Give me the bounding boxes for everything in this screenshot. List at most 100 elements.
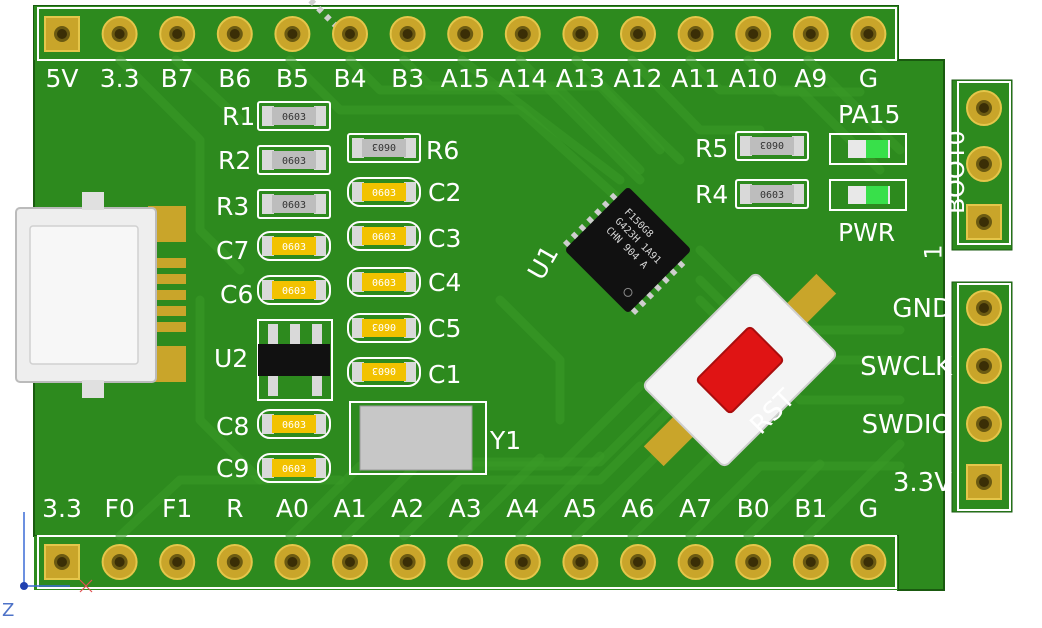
trace-22 [803, 439, 905, 541]
swd-pin-3 [966, 464, 1002, 500]
trace-21 [743, 459, 825, 541]
bottom-pin-label-13: B1 [794, 494, 828, 523]
svg-text:0603: 0603 [282, 112, 306, 123]
label-c1: C1 [428, 360, 462, 389]
capacitor-c4: 0603 [347, 267, 421, 297]
label-c6: C6 [220, 280, 254, 309]
svg-text:0603: 0603 [372, 365, 396, 376]
top-pin-label-3: B6 [218, 64, 252, 93]
swd-pin-label-0: GND [892, 294, 952, 324]
resistor-r6: 0603 [347, 133, 421, 163]
boot1-label: 1 [919, 244, 948, 260]
capacitor-c6: 0603 [257, 275, 331, 305]
usb-pin-0 [150, 258, 186, 268]
svg-text:0603: 0603 [282, 200, 306, 211]
top-pin-label-10: A12 [613, 64, 663, 93]
svg-text:0603: 0603 [282, 156, 306, 167]
top-pin-label-2: B7 [160, 64, 194, 93]
led-pwr [829, 179, 907, 211]
resistor-r5: 0603 [735, 131, 809, 161]
svg-text:0603: 0603 [282, 420, 306, 431]
usb-pin-3 [150, 306, 186, 316]
svg-text:0603: 0603 [282, 286, 306, 297]
boot0-label: BOOT0 [942, 130, 970, 214]
capacitor-c9: 0603 [257, 453, 331, 483]
usb-pin-1 [150, 274, 186, 284]
swd-header-outline [957, 283, 1011, 511]
label-c9: C9 [216, 454, 250, 483]
capacitor-c1: 0603 [347, 357, 421, 387]
trace-7 [571, 55, 685, 165]
trace-0 [115, 55, 245, 275]
svg-text:0603: 0603 [372, 321, 396, 332]
resistor-r4: 0603 [735, 179, 809, 209]
svg-text:0603: 0603 [372, 188, 396, 199]
regulator-u2 [257, 319, 333, 401]
top-pin-label-14: G [858, 64, 879, 93]
trace-5 [457, 55, 625, 185]
axis-origin [20, 582, 28, 590]
svg-text:0603: 0603 [760, 190, 784, 201]
trace-8 [627, 55, 765, 135]
bottom-pin-label-2: F1 [162, 494, 193, 523]
label-r6: R6 [426, 136, 460, 165]
label-c8: C8 [216, 412, 250, 441]
led-pa15 [829, 133, 907, 165]
top-pin-label-0: 5V [45, 64, 79, 93]
bottom-pin-label-1: F0 [104, 494, 135, 523]
capacitor-c3: 0603 [347, 221, 421, 251]
svg-text:0603: 0603 [282, 242, 306, 253]
swd-pin-label-2: SWDIO [861, 410, 952, 440]
label-r2: R2 [218, 146, 252, 175]
svg-text:0603: 0603 [372, 141, 396, 152]
label-pwr: PWR [838, 218, 896, 247]
resistor-r1: 0603 [257, 101, 331, 131]
label-r1: R1 [222, 102, 256, 131]
capacitor-c8: 0603 [257, 409, 331, 439]
resistor-r3: 0603 [257, 189, 331, 219]
bottom-pin-label-3: R [226, 494, 244, 523]
bottom-pin-label-0: 3.3 [42, 494, 82, 523]
reset-button-rst [643, 273, 837, 467]
bottom-pin-label-12: B0 [736, 494, 770, 523]
usb-pin-4 [150, 322, 186, 332]
label-y1: Y1 [490, 426, 522, 455]
trace-2 [285, 55, 625, 205]
label-r3: R3 [216, 192, 250, 221]
trace-6 [515, 55, 645, 185]
trace-10 [743, 55, 865, 97]
bottom-pin-label-7: A3 [448, 494, 482, 523]
bottom-pin-label-8: A4 [506, 494, 540, 523]
trace-15 [399, 395, 685, 541]
top-pin-label-13: A9 [794, 64, 828, 93]
label-pa15: PA15 [838, 100, 901, 129]
top-pin-label-11: A11 [671, 64, 721, 93]
capacitor-c2: 0603 [347, 177, 421, 207]
svg-text:0603: 0603 [282, 464, 306, 475]
label-c2: C2 [428, 178, 462, 207]
label-u2: U2 [214, 344, 249, 373]
top-pin-label-12: A10 [728, 64, 778, 93]
bottom-pin-label-9: A5 [563, 494, 597, 523]
trace-27 [495, 295, 565, 425]
bottom-pin-label-4: A0 [275, 494, 309, 523]
trace-14 [341, 397, 665, 541]
boot-header-outline [957, 81, 1011, 245]
svg-text:0603: 0603 [760, 139, 784, 150]
usb-connector-inner [29, 225, 139, 365]
svg-text:0603: 0603 [372, 278, 396, 289]
capacitor-c5: 0603 [347, 313, 421, 343]
label-r4: R4 [695, 180, 729, 209]
usb-tab-top [82, 192, 104, 210]
usb-tab-bottom [82, 380, 104, 398]
bottom-pin-label-14: G [858, 494, 879, 523]
boot-pin-2 [966, 204, 1002, 240]
trace-26 [195, 295, 265, 485]
bottom-pin-label-5: A1 [333, 494, 367, 523]
label-c3: C3 [428, 224, 462, 253]
bottom-pin-label-6: A2 [391, 494, 425, 523]
top-pin-label-5: B4 [333, 64, 367, 93]
trace-1 [171, 55, 245, 125]
